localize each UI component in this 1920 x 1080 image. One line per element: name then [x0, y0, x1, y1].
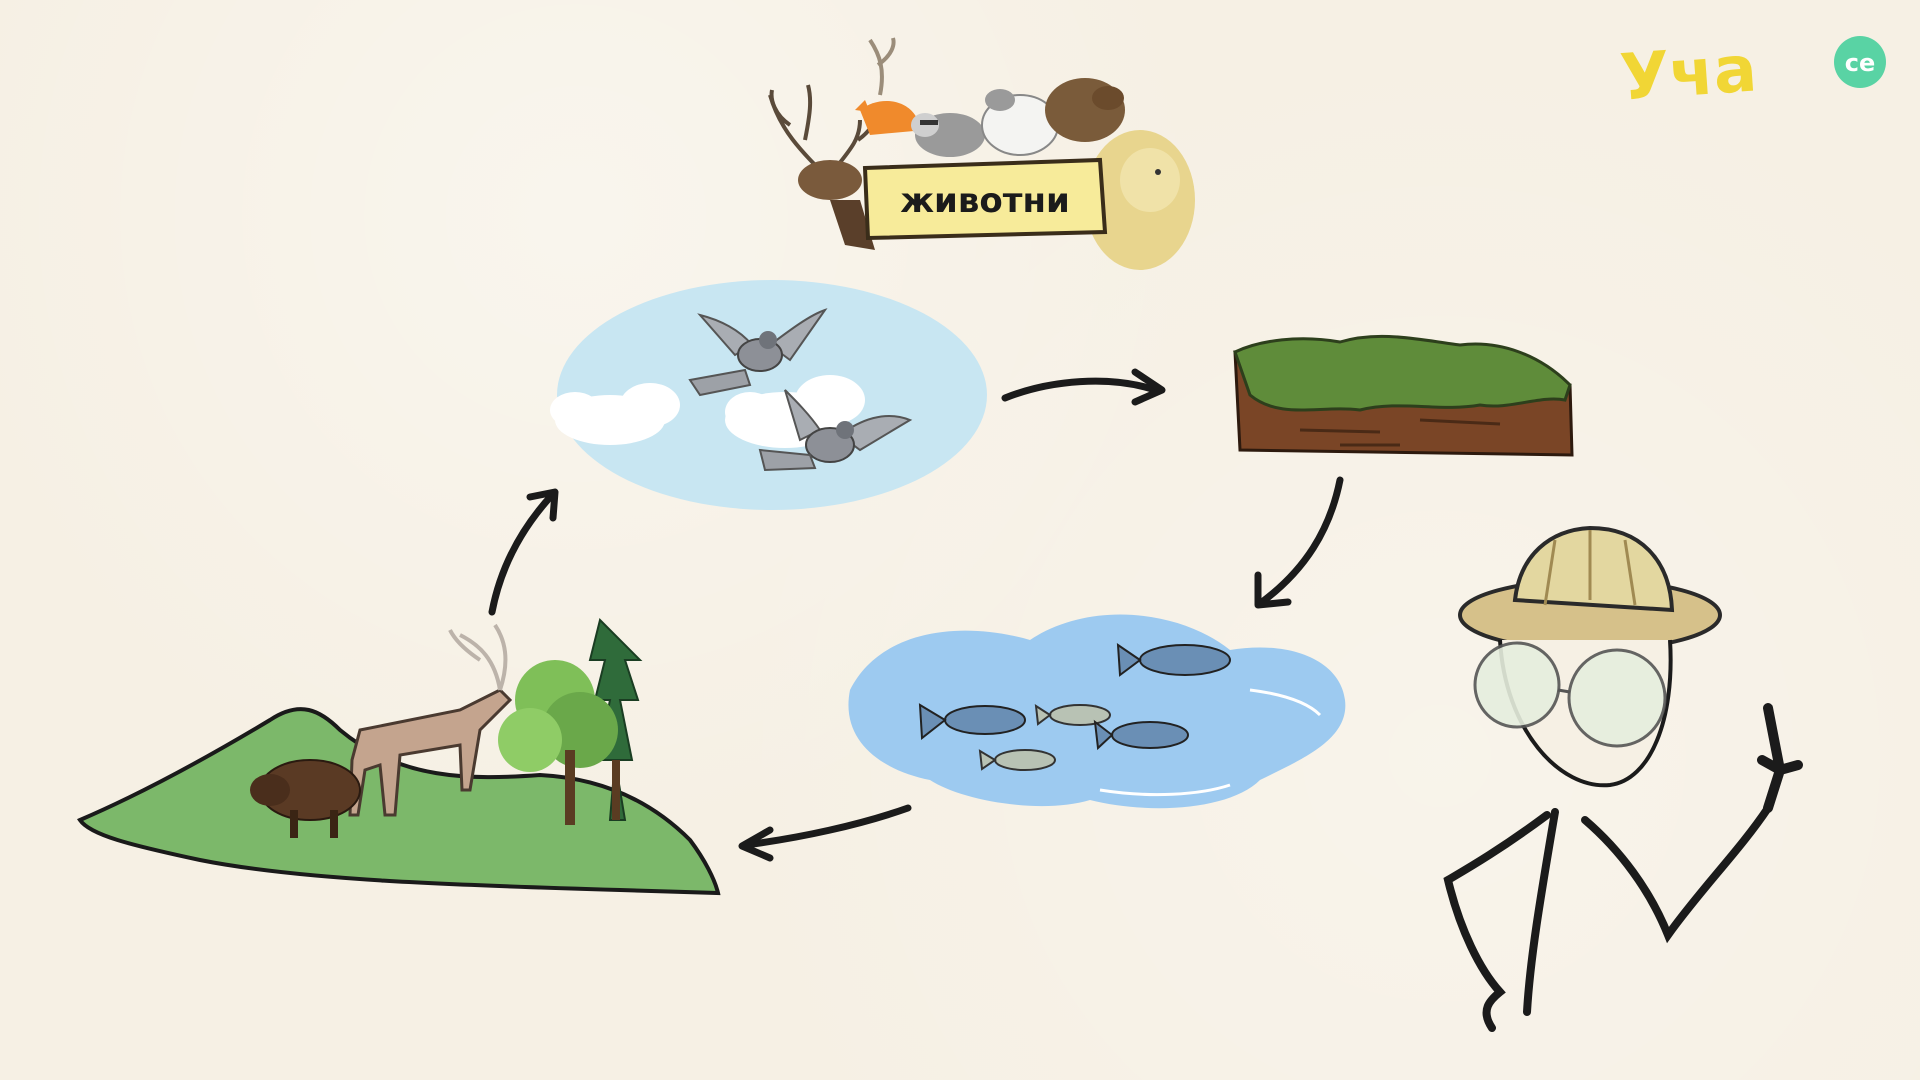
arrow-sky-to-soil — [1001, 368, 1166, 406]
logo-main-text: Уча — [1618, 32, 1759, 115]
fish-pond-icon — [848, 614, 1346, 809]
arrow-water-to-land — [738, 804, 912, 862]
cloud-left-icon — [550, 383, 680, 445]
animal-group-icon: животни — [768, 37, 1195, 270]
arrow-soil-to-water — [1254, 476, 1344, 609]
logo: Уча се — [1618, 32, 1886, 116]
logo-badge-text: се — [1845, 49, 1876, 77]
soil-block-icon — [1233, 334, 1574, 457]
banner-label: животни — [900, 181, 1070, 221]
pigeon-icon — [550, 280, 987, 510]
forest-hill-icon — [76, 618, 721, 896]
explorer-figure-icon — [1443, 525, 1803, 1032]
logo-badge — [1834, 36, 1886, 88]
arrow-land-to-sky — [488, 488, 559, 616]
